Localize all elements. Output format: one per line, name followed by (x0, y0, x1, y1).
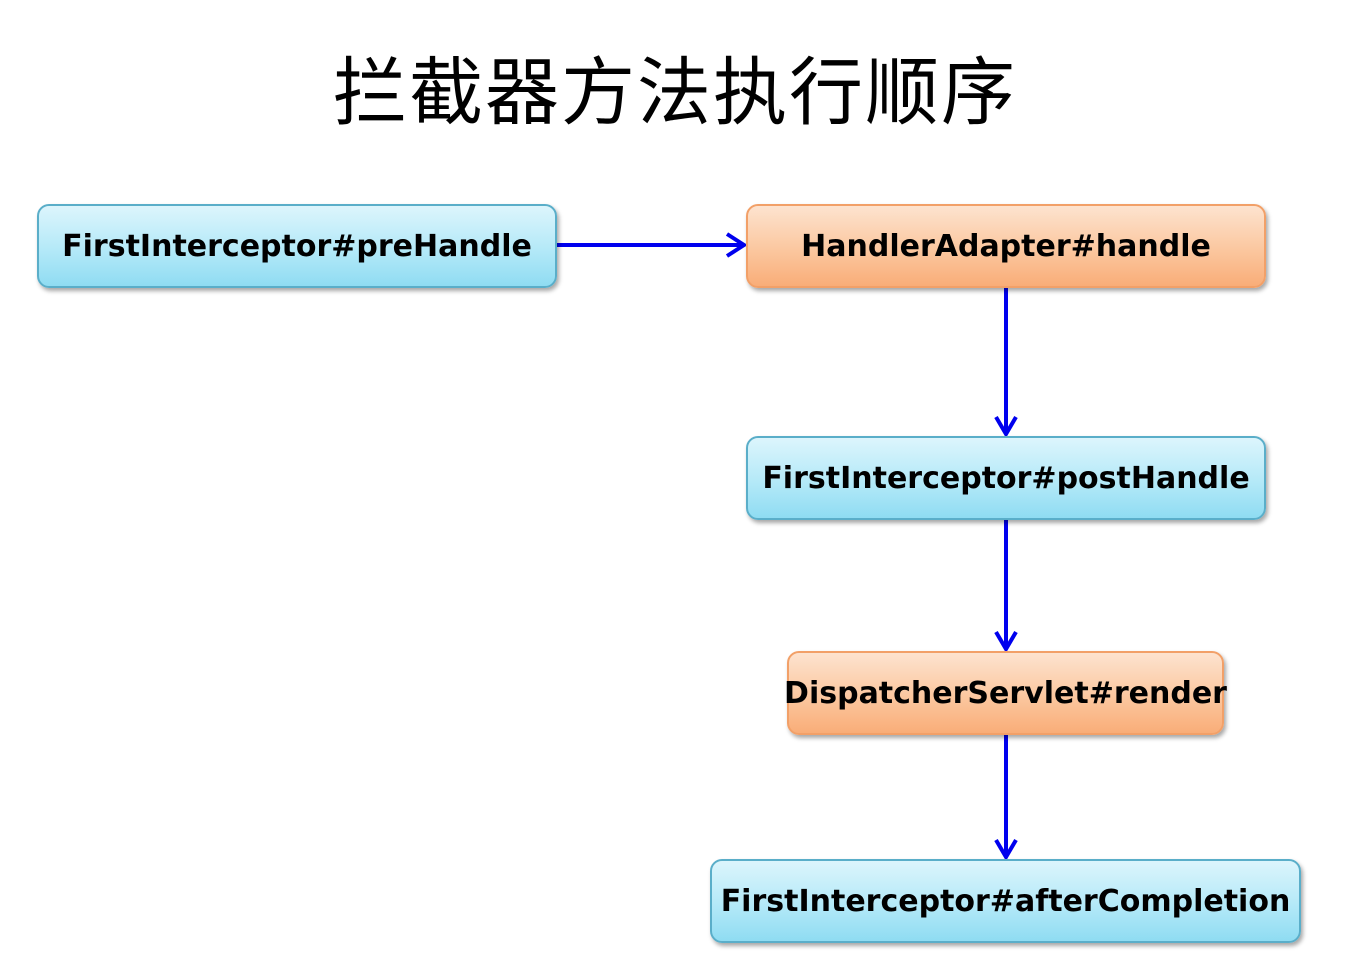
node-posthandle: FirstInterceptor#postHandle (746, 436, 1266, 520)
node-aftercompletion-label: FirstInterceptor#afterCompletion (720, 883, 1291, 919)
page-title: 拦截器方法执行顺序 (333, 50, 1017, 136)
node-render: DispatcherServlet#render (784, 651, 1227, 735)
node-posthandle-label: FirstInterceptor#postHandle (762, 460, 1250, 496)
node-handle-label: HandlerAdapter#handle (801, 228, 1211, 264)
node-render-label: DispatcherServlet#render (784, 675, 1227, 711)
node-prehandle: FirstInterceptor#preHandle (37, 204, 557, 288)
node-aftercompletion: FirstInterceptor#afterCompletion (710, 859, 1301, 943)
arrow-prehandle-to-handle (557, 232, 748, 258)
arrow-render-to-aftercompletion (994, 735, 1018, 861)
node-handle: HandlerAdapter#handle (746, 204, 1266, 288)
node-prehandle-label: FirstInterceptor#preHandle (62, 228, 532, 264)
arrow-posthandle-to-render (994, 520, 1018, 653)
arrow-handle-to-posthandle (994, 288, 1018, 438)
